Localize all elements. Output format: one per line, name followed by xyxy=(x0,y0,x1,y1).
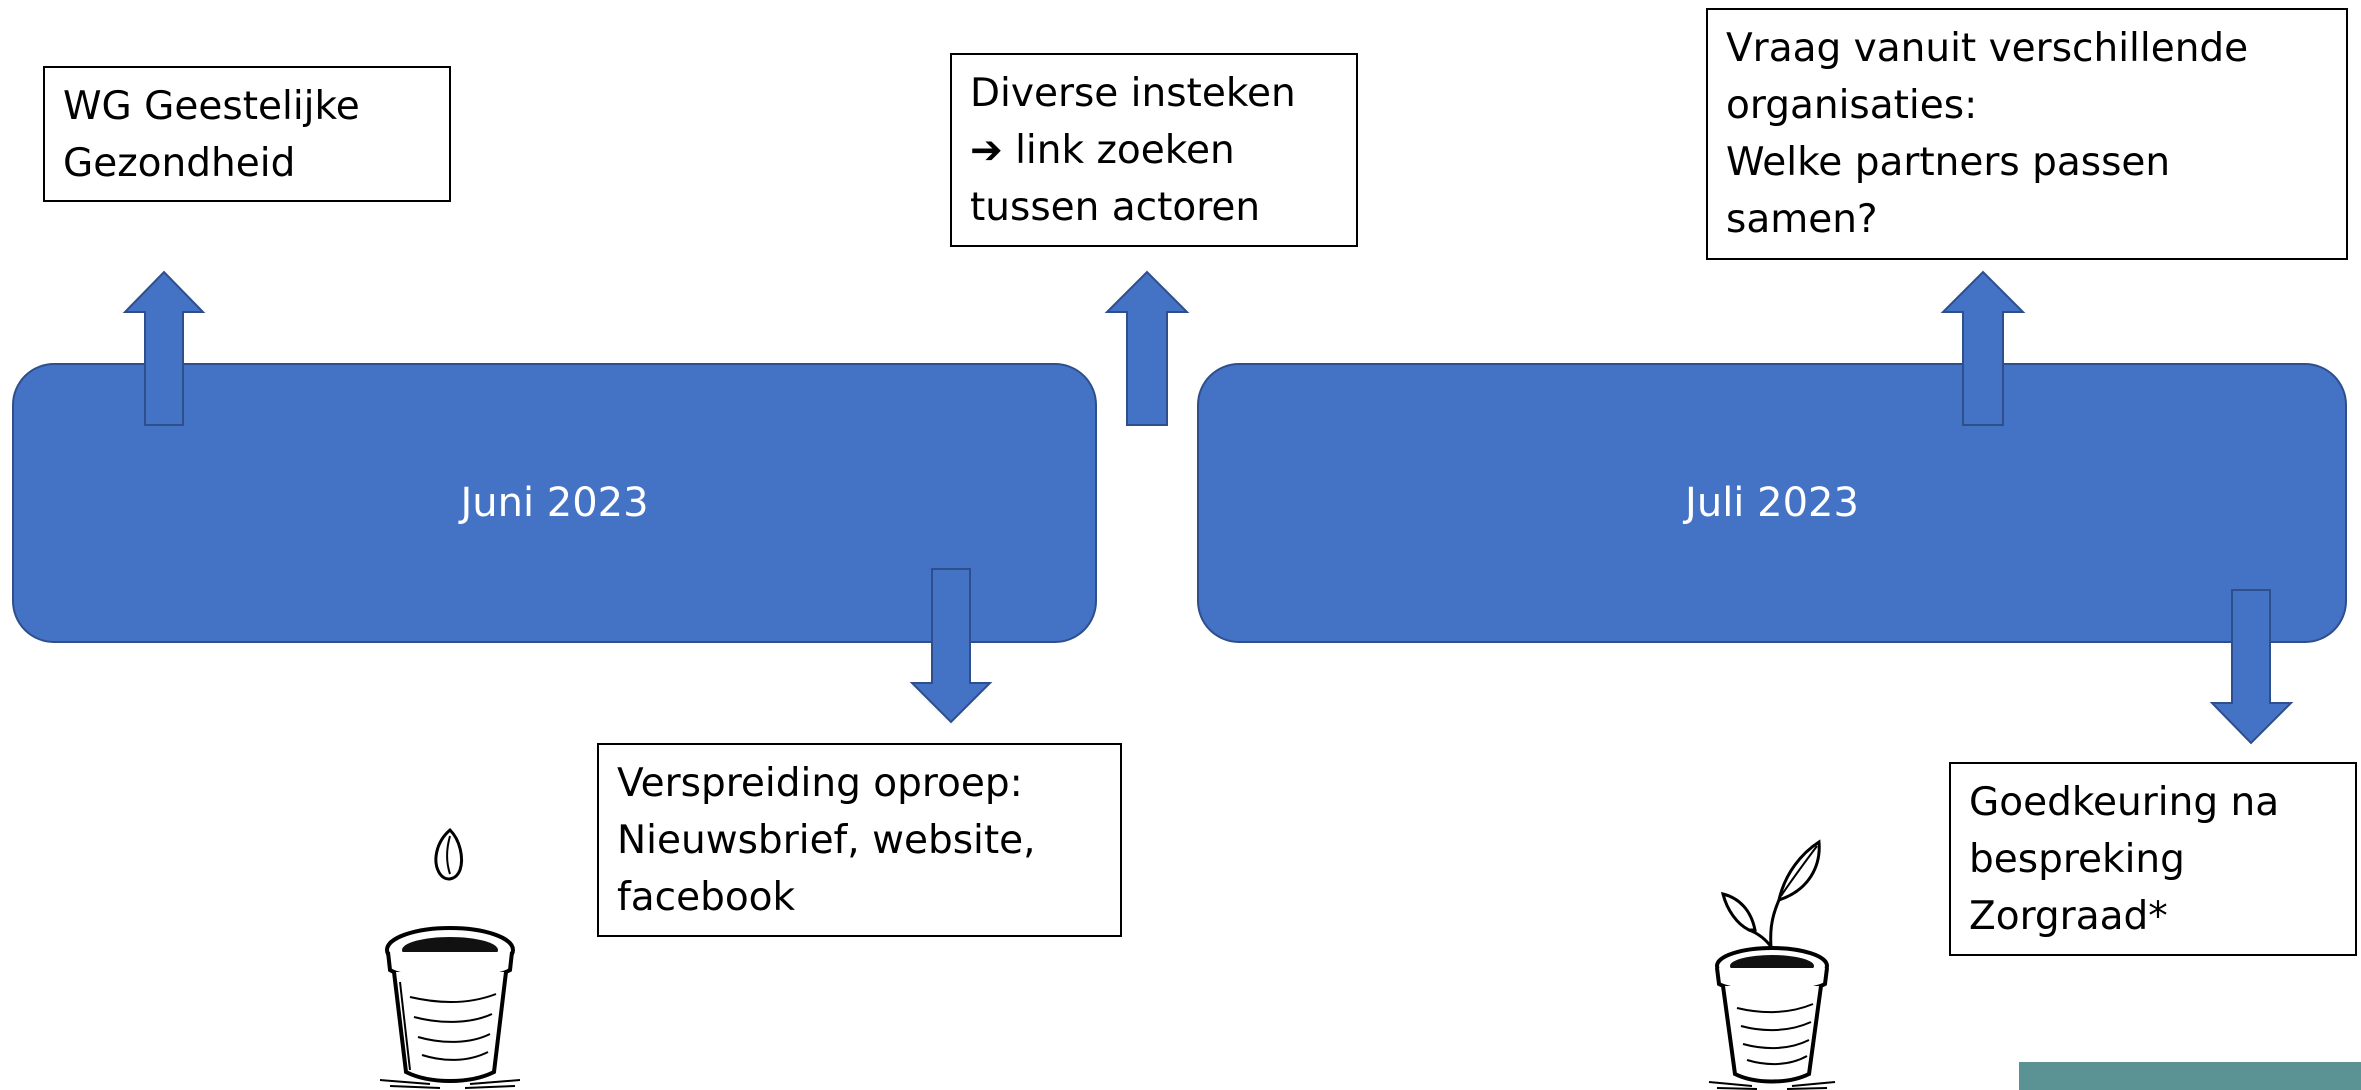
note-vraag-line-1: Vraag vanuit verschillende xyxy=(1726,26,2249,71)
note-vraag-line-2: organisaties: xyxy=(1726,83,1978,128)
note-vraag-line-4: samen? xyxy=(1726,197,1878,242)
note-diverse-line-3: tussen actoren xyxy=(970,185,1261,230)
note-verspreiding-oproep: Verspreiding oproep: Nieuwsbrief, websit… xyxy=(597,743,1122,937)
month-label-juli: Juli 2023 xyxy=(1685,480,1859,526)
note-verspreiding-line-2: Nieuwsbrief, website, xyxy=(617,818,1036,863)
note-wg-line-2: Gezondheid xyxy=(63,141,296,186)
up-arrow-diverse xyxy=(1104,270,1190,426)
month-box-juni: Juni 2023 xyxy=(12,363,1097,643)
up-arrow-vraag xyxy=(1940,270,2026,426)
month-box-juli: Juli 2023 xyxy=(1197,363,2347,643)
right-arrow-icon: ➔ xyxy=(970,128,1003,173)
down-arrow-verspreiding xyxy=(909,568,993,724)
note-diverse-line-1: Diverse insteken xyxy=(970,71,1296,116)
up-arrow-wg xyxy=(122,270,206,426)
note-goedkeuring-line-2: bespreking xyxy=(1969,837,2185,882)
sprout-in-pot-icon xyxy=(1708,839,1836,1090)
note-verspreiding-line-1: Verspreiding oproep: xyxy=(617,761,1023,806)
down-arrow-goedkeuring xyxy=(2209,589,2294,745)
corner-accent-bar xyxy=(2019,1062,2361,1090)
note-wg-geestelijke-gezondheid: WG Geestelijke Gezondheid xyxy=(43,66,451,202)
note-diverse-insteken: Diverse insteken ➔ link zoeken tussen ac… xyxy=(950,53,1358,247)
month-label-juni: Juni 2023 xyxy=(460,480,649,526)
note-diverse-line-2-text: link zoeken xyxy=(1002,128,1235,173)
note-goedkeuring-line-3: Zorgraad* xyxy=(1969,894,2168,939)
seed-in-pot-icon xyxy=(379,827,521,1089)
note-vraag-organisaties: Vraag vanuit verschillende organisaties:… xyxy=(1706,8,2348,260)
note-vraag-line-3: Welke partners passen xyxy=(1726,140,2171,185)
note-diverse-line-2: ➔ link zoeken xyxy=(970,122,1338,179)
note-goedkeuring-zorgraad: Goedkeuring na bespreking Zorgraad* xyxy=(1949,762,2357,956)
note-wg-line-1: WG Geestelijke xyxy=(63,84,360,129)
note-goedkeuring-line-1: Goedkeuring na xyxy=(1969,780,2280,825)
note-verspreiding-line-3: facebook xyxy=(617,875,796,920)
